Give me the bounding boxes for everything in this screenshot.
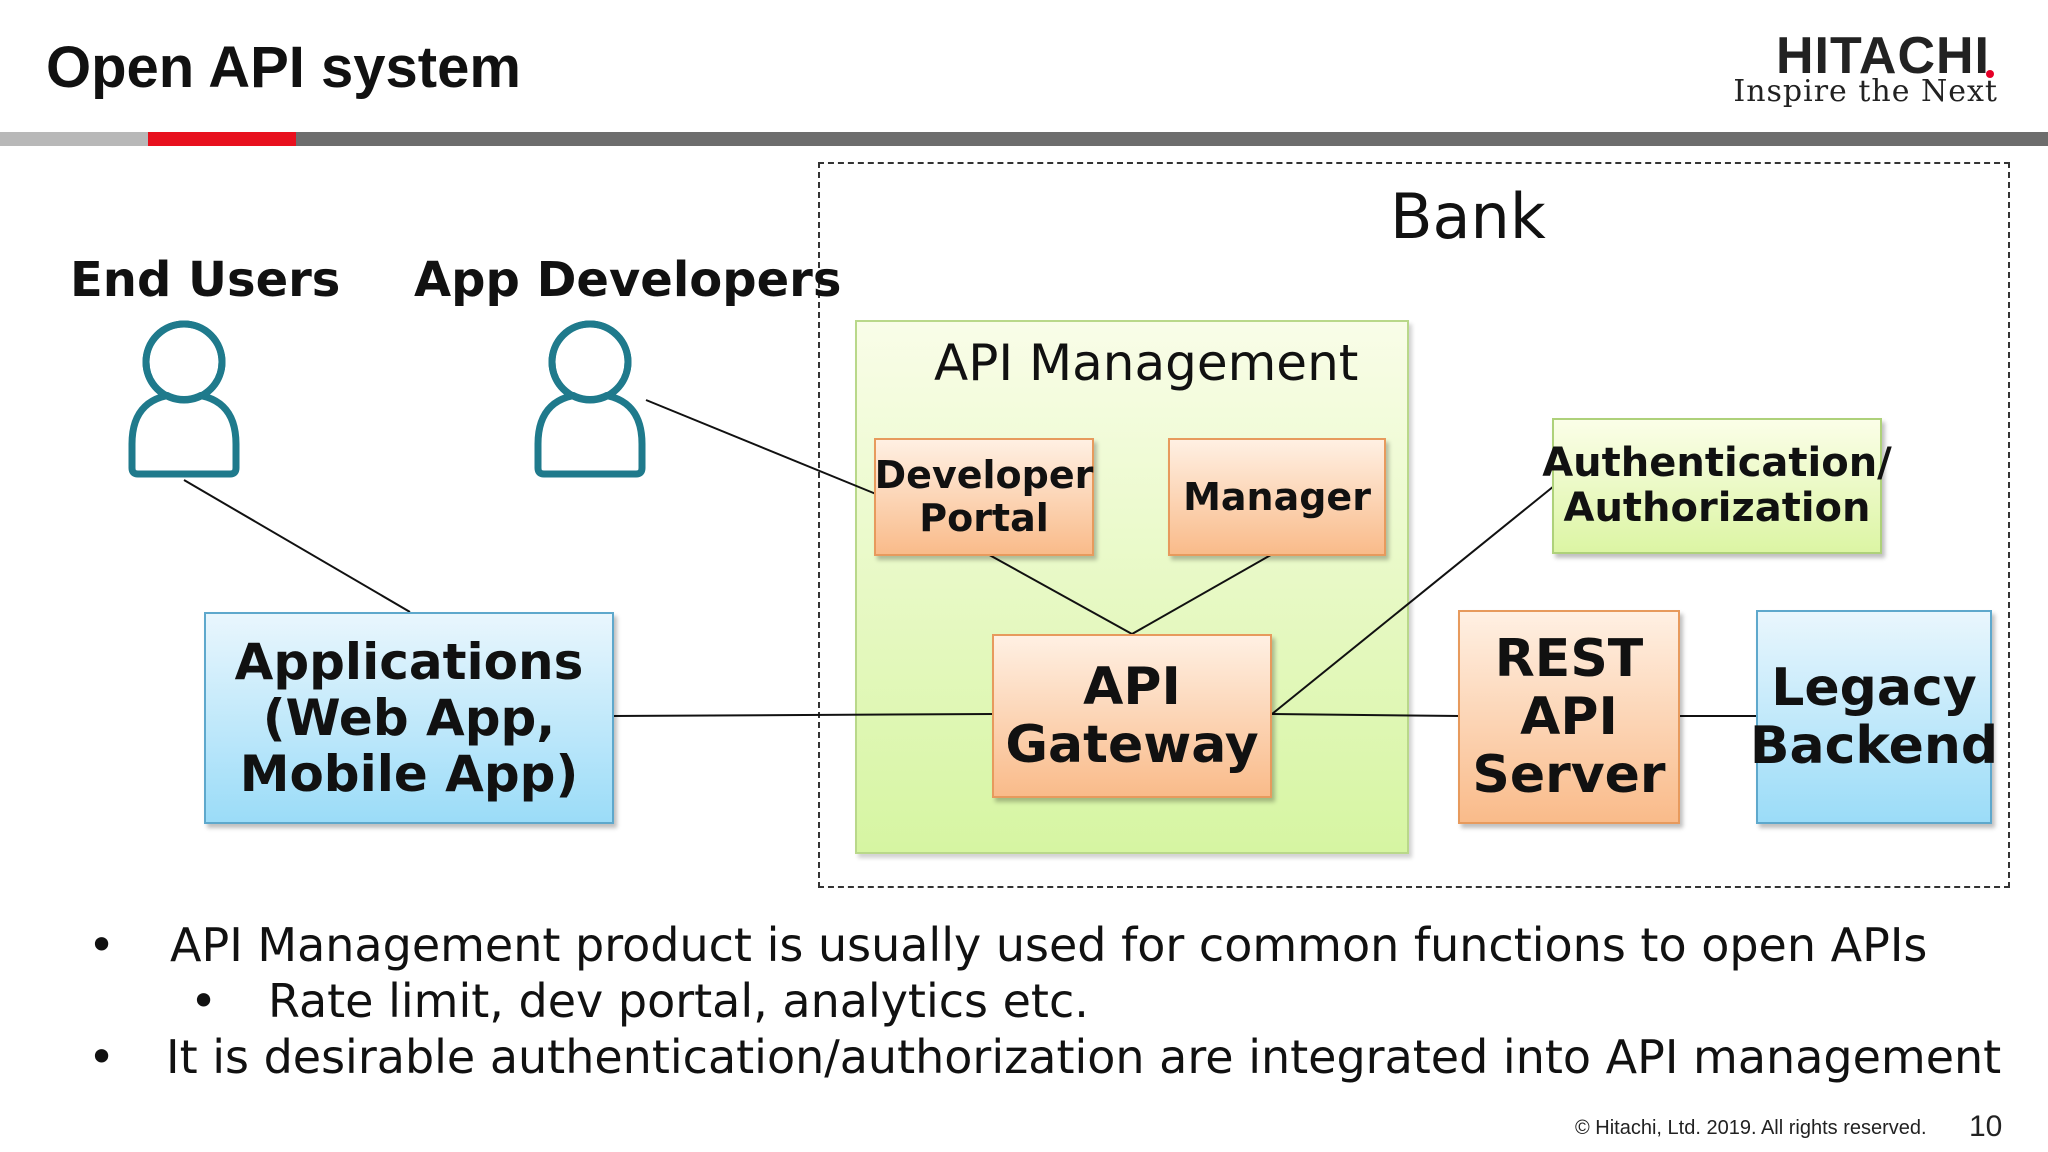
bullet-marker: • xyxy=(190,974,218,1028)
rest-api-server-node: REST API Server xyxy=(1458,610,1680,824)
legacy-backend-node: Legacy Backend xyxy=(1750,610,1998,824)
authentication-authorization-node: Authentication/ Authorization xyxy=(1542,418,1892,554)
rest-api-server-node-label: REST API Server xyxy=(1472,628,1666,806)
page-number: 10 xyxy=(1969,1110,2003,1143)
api-management-label: API Management xyxy=(934,334,1359,392)
connector-manager-gateway xyxy=(1131,551,1277,635)
connector-gateway-rest xyxy=(1271,713,1461,717)
app-developers-person-icon xyxy=(534,320,646,478)
bank-boundary xyxy=(818,162,2010,888)
authentication-authorization-node-label: Authentication/ Authorization xyxy=(1542,440,1892,531)
header-rule-grey-segment xyxy=(0,132,148,146)
header-rule xyxy=(0,132,2048,146)
copyright-notice: © Hitachi, Ltd. 2019. All rights reserve… xyxy=(1575,1117,1927,1139)
bullet-marker: • xyxy=(88,1030,116,1084)
header-rule-red-segment xyxy=(148,132,296,146)
end-users-label: End Users xyxy=(70,252,341,308)
applications-node-label: Applications (Web App, Mobile App) xyxy=(234,633,584,803)
logo-flare-icon xyxy=(1986,70,1994,78)
api-gateway-node: API Gateway xyxy=(992,634,1272,798)
manager-node-label: Manager xyxy=(1183,474,1371,519)
connector-applications-gateway xyxy=(611,713,995,717)
applications-node: Applications (Web App, Mobile App) xyxy=(204,612,614,824)
bullet-marker: • xyxy=(88,918,116,972)
end-users-person-icon xyxy=(128,320,240,478)
app-developers-label: App Developers xyxy=(414,252,842,308)
connector-endusers-applications xyxy=(183,479,411,613)
api-gateway-node-label: API Gateway xyxy=(1005,656,1259,775)
hitachi-logo: HITACHI Inspire the Next xyxy=(1708,26,2008,116)
manager-node: Manager xyxy=(1168,438,1386,556)
slide-title: Open API system xyxy=(46,35,521,100)
connector-appdevs-devportal xyxy=(645,399,877,495)
bullet-text: API Management product is usually used f… xyxy=(170,918,1928,972)
connector-gateway-auth xyxy=(1271,485,1555,715)
bullet-text: It is desirable authentication/authoriza… xyxy=(166,1030,2002,1084)
connector-devportal-gateway xyxy=(983,551,1133,635)
bank-label: Bank xyxy=(1390,180,1546,253)
logo-tagline: Inspire the Next xyxy=(1733,74,1998,109)
developer-portal-node-label: Developer Portal xyxy=(874,453,1094,540)
logo-brand: HITACHI xyxy=(1775,27,1990,85)
bullet-text: Rate limit, dev portal, analytics etc. xyxy=(268,974,1089,1028)
developer-portal-node: Developer Portal xyxy=(874,438,1094,556)
legacy-backend-node-label: Legacy Backend xyxy=(1749,657,1999,776)
